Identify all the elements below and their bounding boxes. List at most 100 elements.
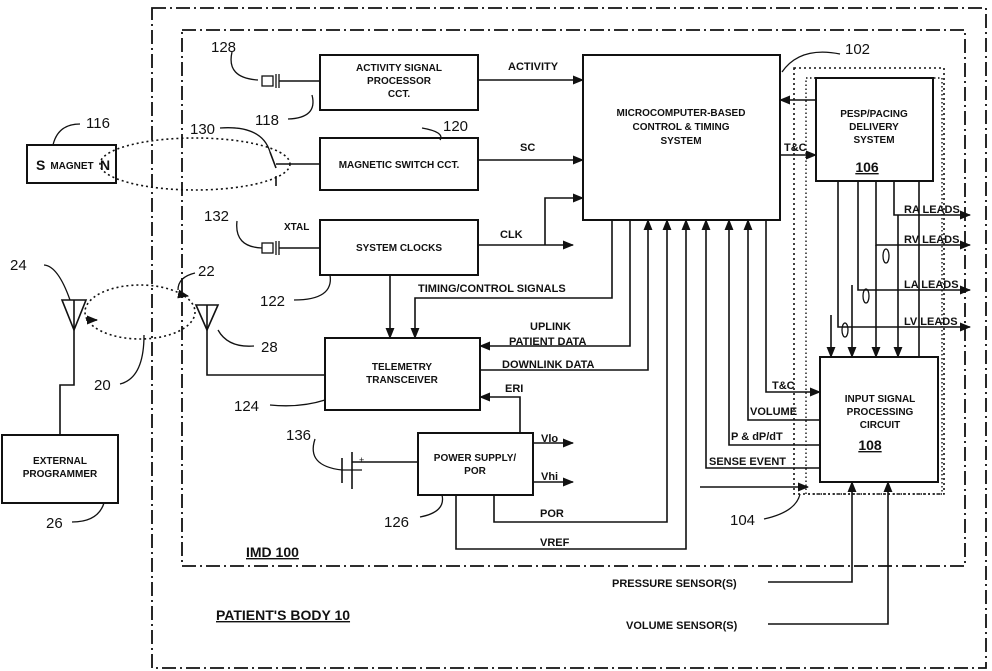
activity-block-line3: CCT. <box>388 89 410 100</box>
xtal-label: XTAL <box>284 222 309 233</box>
magnet-s-pole: S <box>36 157 45 173</box>
power-supply-line1: POWER SUPPLY/ <box>434 453 517 464</box>
ref-124: 124 <box>234 398 259 415</box>
la-lead-loop <box>863 289 869 303</box>
magnetic-switch-block: MAGNETIC SWITCH CCT. <box>320 138 478 190</box>
vlo-label: Vlo <box>541 433 558 445</box>
ref128-leader <box>231 52 258 80</box>
activity-sensor-crystal <box>262 74 320 88</box>
downlink-label: DOWNLINK DATA <box>502 359 595 371</box>
pesp-line1: PESP/PACING <box>840 109 908 120</box>
ra-leads-label: RA LEADS <box>904 204 960 216</box>
xtal-crystal <box>262 241 320 255</box>
rv-lead-loop <box>883 249 889 263</box>
telemetry-link <box>85 285 195 339</box>
activity-signal-label: ACTIVITY <box>508 61 559 73</box>
imd-label: IMD 100 <box>246 544 299 560</box>
ref-120: 120 <box>443 118 468 135</box>
patient-body-label: PATIENT'S BODY 10 <box>216 607 350 623</box>
ref-102: 102 <box>845 41 870 58</box>
pesp-line2: DELIVERY <box>849 122 899 133</box>
ref102-leader <box>782 52 840 72</box>
power-supply-line2: POR <box>464 466 486 477</box>
system-clocks-label: SYSTEM CLOCKS <box>356 243 442 254</box>
microcomputer-line1: MICROCOMPUTER-BASED <box>617 108 746 119</box>
volume-sensor-line <box>768 482 888 624</box>
tc-input-line <box>766 220 820 392</box>
por-label: POR <box>540 508 564 520</box>
clk-to-micro-line <box>545 198 583 245</box>
vref-label: VREF <box>540 537 570 549</box>
reed-switch <box>270 152 320 186</box>
telemetry-transceiver-block: TELEMETRY TRANSCEIVER <box>325 338 480 410</box>
battery-plus: + <box>359 455 364 465</box>
magnetic-field-link <box>100 138 290 190</box>
ref-122: 122 <box>260 293 285 310</box>
tc-input-label: T&C <box>772 380 795 392</box>
ref124-leader <box>270 400 325 406</box>
rv-leads-label: RV LEADS <box>904 234 959 246</box>
lv-leads-label: LV LEADS <box>904 316 958 328</box>
input-signal-ref-number: 108 <box>858 437 882 453</box>
vref-line <box>456 220 686 549</box>
ref-136: 136 <box>286 427 311 444</box>
pressure-sensor-line <box>768 482 852 582</box>
activity-signal-processor-block: ACTIVITY SIGNAL PROCESSOR CCT. <box>320 55 478 110</box>
ref126-leader <box>420 495 443 517</box>
timing-control-label: TIMING/CONTROL SIGNALS <box>418 283 566 295</box>
activity-block-line2: PROCESSOR <box>367 76 432 87</box>
vhi-label: Vhi <box>541 471 558 483</box>
ref-130: 130 <box>190 121 215 138</box>
ref-116: 116 <box>86 115 110 132</box>
uplink-label-line2: PATIENT DATA <box>509 336 586 348</box>
ref24-leader <box>44 265 70 300</box>
volume-sensor-label: VOLUME SENSOR(S) <box>626 620 738 632</box>
eri-line <box>480 397 520 433</box>
volume-label: VOLUME <box>750 406 797 418</box>
microcomputer-line2: CONTROL & TIMING <box>632 122 729 133</box>
ref26-leader <box>72 503 104 522</box>
external-programmer-line2: PROGRAMMER <box>23 469 98 480</box>
ref-22: 22 <box>198 263 215 280</box>
ref-132: 132 <box>204 208 229 225</box>
activity-block-line1: ACTIVITY SIGNAL <box>356 63 442 74</box>
battery: + <box>342 452 418 489</box>
microcomputer-block: MICROCOMPUTER-BASED CONTROL & TIMING SYS… <box>583 55 780 220</box>
pesp-pacing-block: PESP/PACING DELIVERY SYSTEM 106 <box>816 78 933 181</box>
external-antenna <box>60 300 86 435</box>
microcomputer-line3: SYSTEM <box>660 136 701 147</box>
external-programmer-line1: EXTERNAL <box>33 456 87 467</box>
telemetry-line2: TRANSCEIVER <box>366 375 438 386</box>
telemetry-link-arrow-right <box>178 294 188 296</box>
ref-128: 128 <box>211 39 236 56</box>
ref-20: 20 <box>94 377 111 394</box>
uplink-label-line1: UPLINK <box>530 321 571 333</box>
ref-28: 28 <box>261 339 278 356</box>
ref-104: 104 <box>730 512 755 529</box>
ref116-leader <box>53 124 80 145</box>
ref-126: 126 <box>384 514 409 531</box>
pressure-sensor-label: PRESSURE SENSOR(S) <box>612 578 737 590</box>
clk-signal-label: CLK <box>500 229 523 241</box>
ref132-leader <box>237 221 262 248</box>
input-signal-line2: PROCESSING <box>847 407 914 418</box>
ref122-leader <box>294 275 330 300</box>
power-supply-block: POWER SUPPLY/ POR <box>418 433 533 495</box>
ref118-leader <box>288 95 313 119</box>
ref-118: 118 <box>255 112 279 129</box>
sense-event-label: SENSE EVENT <box>709 456 786 468</box>
input-signal-line3: CIRCUIT <box>860 420 901 431</box>
ref136-leader <box>313 439 342 470</box>
ref20-leader <box>120 335 144 384</box>
pesp-line3: SYSTEM <box>853 135 894 146</box>
ref28-leader <box>218 330 254 346</box>
eri-label: ERI <box>505 383 523 395</box>
ref-24: 24 <box>10 257 27 274</box>
magnetic-switch-label: MAGNETIC SWITCH CCT. <box>339 160 460 171</box>
sc-signal-label: SC <box>520 142 535 154</box>
ref-26: 26 <box>46 515 63 532</box>
system-clocks-block: SYSTEM CLOCKS <box>320 220 478 275</box>
input-signal-line1: INPUT SIGNAL <box>845 394 916 405</box>
magnet-label: MAGNET <box>50 161 93 172</box>
